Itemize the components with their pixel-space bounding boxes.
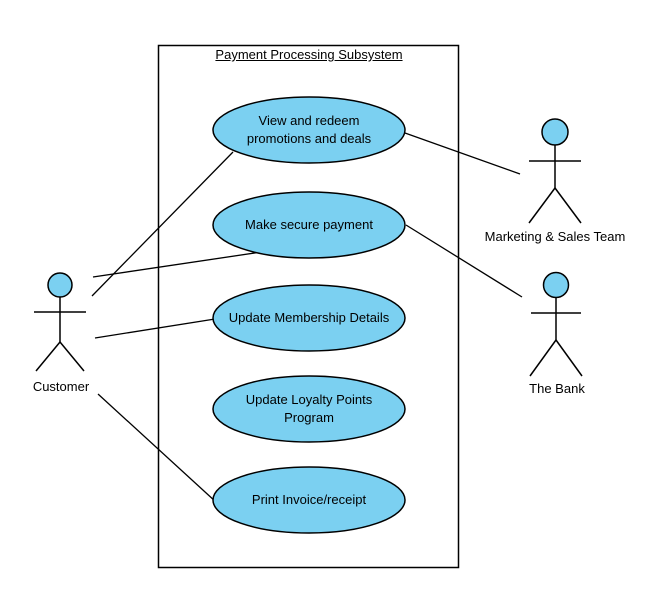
usecase-label-update-loyalty-points: Update Loyalty Points Program (213, 376, 405, 442)
actor-customer-right-leg (59, 341, 85, 372)
actor-label-marketing-sales-team: Marketing & Sales Team (484, 229, 626, 244)
actor-label-the-bank: The Bank (529, 381, 585, 396)
actor-the-bank-figure (529, 271, 583, 377)
usecase-ellipse-update-loyalty-points (212, 375, 406, 443)
actor-marketing-sales-head (541, 118, 569, 146)
usecase-label-line: Print Invoice/receipt (251, 492, 367, 507)
association-customer-view-redeem (91, 151, 234, 297)
actor-the-bank-head (542, 271, 570, 299)
usecase-ellipse-view-redeem-promotions (212, 96, 406, 164)
actor-marketing-sales-right-leg (554, 187, 582, 224)
usecase-label-make-secure-payment: Make secure payment (213, 192, 405, 258)
actor-the-bank-right-leg (555, 339, 583, 377)
association-customer-make-secure-payment (92, 250, 269, 278)
association-marketing-view-redeem (404, 132, 521, 175)
system-boundary-title: Payment Processing Subsystem (215, 47, 403, 62)
actor-label-customer: Customer (32, 379, 90, 394)
usecase-label-line: Make secure payment (245, 217, 373, 232)
association-customer-update-membership (94, 318, 216, 339)
usecase-ellipse-update-membership-details (212, 284, 406, 352)
association-bank-make-secure-payment (405, 224, 523, 298)
usecase-label-view-redeem-promotions: View and redeem promotions and deals (213, 97, 405, 163)
actor-customer-head (47, 272, 73, 298)
actor-customer-left-leg (35, 341, 61, 372)
association-customer-print-invoice (97, 393, 217, 503)
usecase-label-update-membership-details: Update Membership Details (213, 285, 405, 351)
actor-the-bank-left-leg (529, 339, 557, 377)
usecase-label-line: promotions and deals (246, 131, 372, 146)
actor-customer-figure (34, 272, 86, 372)
usecase-ellipse-make-secure-payment (212, 191, 406, 259)
usecase-label-print-invoice-receipt: Print Invoice/receipt (213, 467, 405, 533)
usecase-label-line: Update Loyalty Points (245, 392, 373, 407)
actor-marketing-sales-left-leg (528, 187, 556, 224)
usecase-ellipse-print-invoice-receipt (212, 466, 406, 534)
usecase-label-line: View and redeem (258, 113, 360, 128)
usecase-label-line: Program (284, 410, 334, 425)
usecase-label-line: Update Membership Details (228, 310, 390, 325)
actor-marketing-sales-figure (528, 118, 582, 224)
